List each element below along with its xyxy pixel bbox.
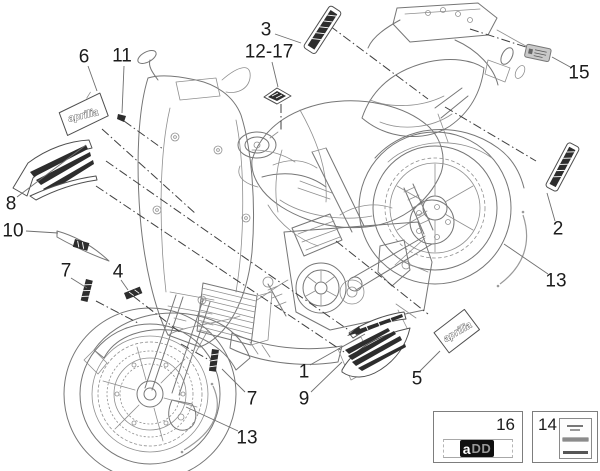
seat bbox=[361, 59, 485, 137]
callout-13-front: 13 bbox=[236, 427, 258, 449]
fender-black-sticker-4 bbox=[124, 286, 143, 300]
callout-2: 2 bbox=[552, 218, 564, 240]
callout-8: 8 bbox=[5, 193, 17, 215]
motorcycle-line-art bbox=[63, 2, 527, 471]
rear-wheel bbox=[358, 128, 525, 285]
callout-11: 11 bbox=[112, 45, 132, 67]
add-logo-badge: a DD bbox=[460, 440, 494, 457]
rear-rack bbox=[367, 2, 511, 86]
callout-12-17: 12-17 bbox=[244, 41, 294, 63]
callout-4: 4 bbox=[112, 261, 124, 283]
callout-13-right: 13 bbox=[545, 270, 567, 292]
protective-film-13-right bbox=[496, 210, 528, 288]
rear-stripe-sticker-2 bbox=[545, 142, 580, 192]
fork-reflector-sticker-7-left bbox=[80, 279, 93, 303]
callout-5: 5 bbox=[411, 368, 423, 390]
spoiler-stripe-decal-9 bbox=[337, 327, 411, 381]
micro-text-line bbox=[570, 429, 580, 431]
callout-6: 6 bbox=[78, 46, 90, 68]
spec-sticker bbox=[559, 418, 592, 459]
warning-sticker-15 bbox=[524, 43, 552, 63]
legend-box-14: 14 bbox=[532, 411, 598, 463]
decal-aprilia-logo-right: aprilia bbox=[433, 308, 481, 354]
callout-9: 9 bbox=[298, 388, 310, 410]
alignment-lines bbox=[95, 25, 537, 362]
swingarm bbox=[347, 183, 434, 292]
add-logo-letter-a: a bbox=[462, 440, 471, 457]
fuel-tank bbox=[237, 100, 444, 229]
fairing-stripe-decal-left-8 bbox=[12, 139, 98, 201]
legend-box-14-label: 14 bbox=[538, 415, 557, 434]
micro-text-line bbox=[563, 438, 588, 441]
micro-text-line bbox=[563, 451, 588, 454]
callout-3: 3 bbox=[260, 19, 272, 41]
legend-box-16: 16 a DD bbox=[433, 411, 523, 463]
lower-cowl-stripe-decal-1 bbox=[347, 311, 407, 339]
radiator bbox=[196, 279, 289, 346]
callout-10: 10 bbox=[2, 220, 24, 242]
engine bbox=[262, 204, 433, 331]
subframe bbox=[275, 87, 469, 233]
micro-text-line bbox=[567, 425, 583, 427]
callout-7-front: 7 bbox=[246, 388, 258, 410]
front-stripe-sticker-3 bbox=[303, 5, 342, 54]
windscreen-sticker-11 bbox=[117, 114, 126, 122]
panel-sticker-10 bbox=[56, 230, 110, 262]
leader-lines bbox=[16, 33, 573, 432]
add-logo-strip: a DD bbox=[443, 439, 513, 458]
front-wheel bbox=[63, 307, 237, 471]
windscreen bbox=[137, 75, 255, 348]
callout-1: 1 bbox=[298, 361, 310, 383]
decal-aprilia-logo-left: aprilia bbox=[58, 91, 109, 136]
belly-cowl bbox=[229, 149, 343, 365]
callout-7-left: 7 bbox=[60, 260, 72, 282]
handlebar-area bbox=[137, 50, 333, 200]
front-fender bbox=[83, 312, 251, 375]
fork-reflector-sticker-7-front bbox=[208, 349, 219, 372]
legend-box-16-label: 16 bbox=[496, 415, 515, 434]
turn-signal bbox=[496, 29, 527, 79]
callout-15: 15 bbox=[568, 62, 590, 84]
tank-top-sticker-12-17 bbox=[263, 87, 292, 105]
add-logo-letters-dd: DD bbox=[471, 441, 492, 456]
